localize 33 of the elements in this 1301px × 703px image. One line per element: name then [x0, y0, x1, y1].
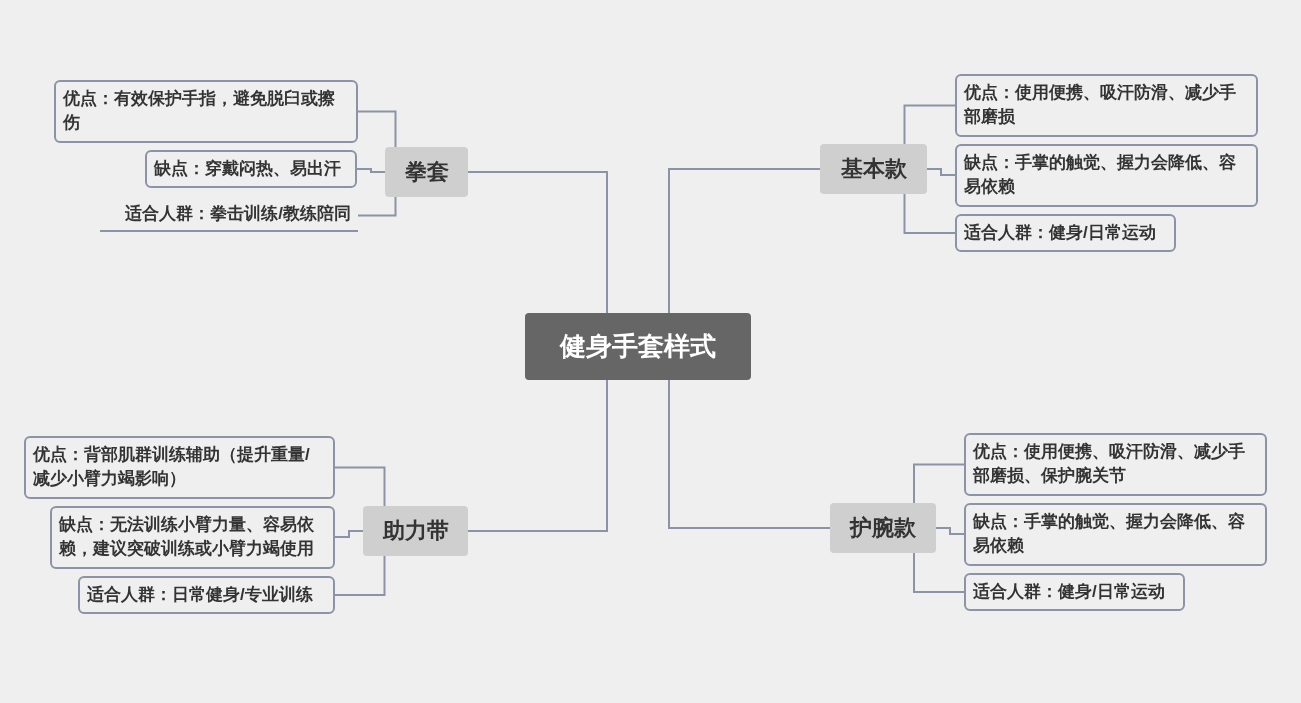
connector-line	[913, 463, 965, 504]
branch-topic-box: 护腕款	[830, 503, 936, 553]
connector-line	[357, 196, 397, 217]
subtopic-box: 缺点：穿戴闷热、易出汗	[145, 150, 357, 188]
subtopic-box: 优点：使用便携、吸汗防滑、减少手部磨损	[955, 74, 1258, 137]
subtopic-box: 缺点：手掌的触觉、握力会降低、容易依赖	[964, 503, 1267, 566]
subtopic-box: 适合人群：日常健身/专业训练	[78, 576, 335, 614]
branch-topic-box: 基本款	[820, 144, 927, 194]
connector-line	[903, 193, 956, 234]
connector-line	[935, 527, 965, 535]
subtopic-box: 适合人群：健身/日常运动	[955, 214, 1176, 252]
connector-line	[334, 530, 364, 538]
subtopic-box: 优点：背部肌群训练辅助（提升重量/减少小臂力竭影响）	[24, 436, 335, 499]
connector-line	[903, 104, 956, 145]
subtopic-box: 缺点：手掌的触觉、握力会降低、容易依赖	[955, 144, 1258, 207]
subtopic-box: 优点：有效保护手指，避免脱臼或擦伤	[54, 80, 358, 143]
subtopic-text: 适合人群：拳击训练/教练陪同	[100, 199, 358, 232]
connector-line	[926, 168, 956, 176]
subtopic-box: 缺点：无法训练小臂力量、容易依赖，建议突破训练或小臂力竭使用	[50, 506, 335, 569]
branch-topic-box: 助力带	[363, 506, 468, 556]
connector-line	[668, 168, 821, 314]
connector-line	[357, 110, 397, 148]
connector-line	[913, 552, 965, 593]
connector-line	[334, 555, 386, 596]
connector-line	[334, 466, 386, 507]
connector-line	[356, 168, 386, 173]
subtopic-box: 优点：使用便携、吸汗防滑、减少手部磨损、保护腕关节	[964, 433, 1267, 496]
connector-line	[668, 379, 831, 529]
central-topic-box: 健身手套样式	[525, 313, 751, 380]
subtopic-box: 适合人群：健身/日常运动	[964, 573, 1185, 611]
connector-line	[467, 379, 608, 532]
connector-line	[467, 171, 608, 314]
branch-topic-box: 拳套	[385, 147, 468, 197]
